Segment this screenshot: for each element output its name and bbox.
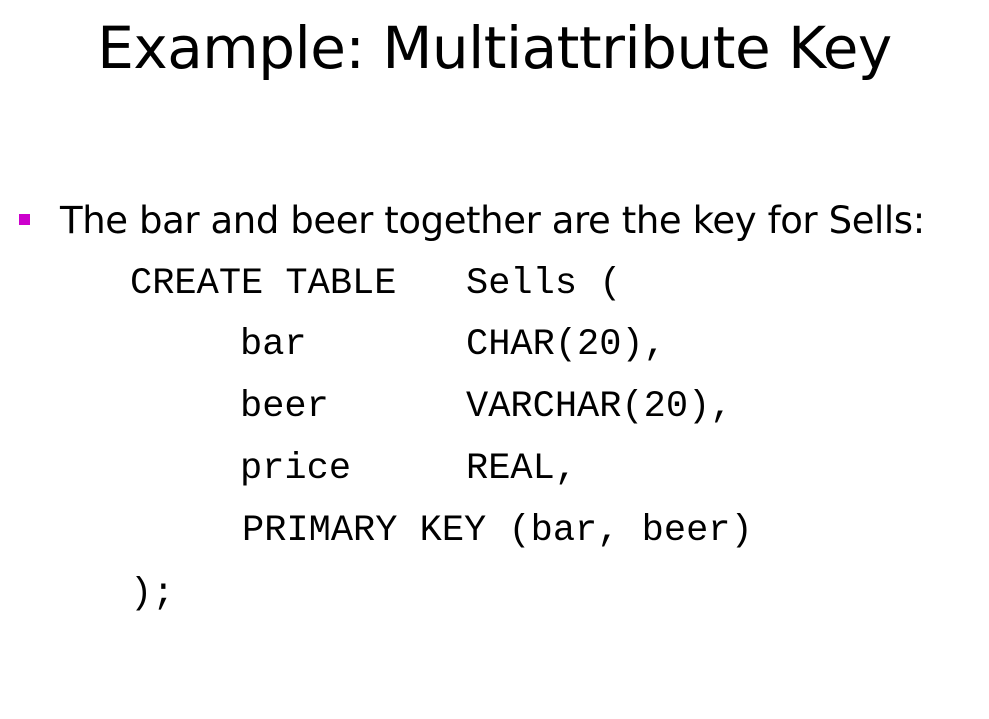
code-line-closing: ); (0, 569, 989, 619)
bullet-square-icon (19, 214, 30, 225)
code-column-type: REAL, (466, 448, 578, 490)
bullet-text: The bar and beer together are the key fo… (60, 199, 925, 242)
code-table-name: Sells ( (466, 263, 622, 305)
code-column-name: beer (240, 386, 329, 428)
code-line-create: CREATE TABLE Sells ( (0, 259, 989, 309)
code-line-primary-key: PRIMARY KEY (bar, beer) (0, 506, 989, 556)
code-closing: ); (130, 573, 175, 615)
code-create-keyword: CREATE TABLE (130, 263, 397, 305)
code-column-type: CHAR(20), (466, 324, 666, 366)
bullet-item: The bar and beer together are the key fo… (19, 196, 984, 246)
code-line-column: price REAL, (0, 444, 989, 494)
code-column-type: VARCHAR(20), (466, 386, 733, 428)
code-column-name: price (240, 448, 352, 490)
code-line-column: beer VARCHAR(20), (0, 382, 989, 432)
code-primary-key: PRIMARY KEY (bar, beer) (242, 510, 753, 552)
code-line-column: bar CHAR(20), (0, 320, 989, 370)
slide-title: Example: Multiattribute Key (97, 14, 892, 82)
code-column-name: bar (240, 324, 307, 366)
sql-code-block: CREATE TABLE Sells ( bar CHAR(20), beer … (0, 259, 989, 619)
